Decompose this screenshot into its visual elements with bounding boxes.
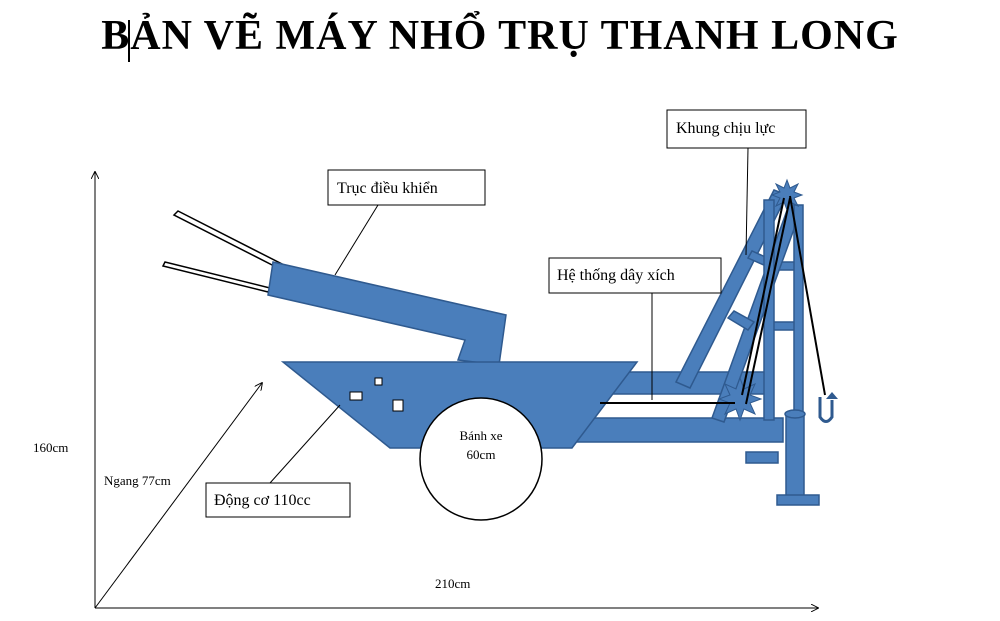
hook-tip [826, 392, 838, 399]
upper-handle [172, 210, 284, 269]
callout-box-control-shaft [327, 169, 486, 206]
height-label: 160cm [33, 440, 68, 455]
wheel-size: 60cm [467, 447, 496, 462]
engine-port-2 [374, 377, 383, 386]
top-sprocket [770, 178, 804, 212]
engine-port-3 [392, 399, 404, 412]
frame-vertical-post [763, 199, 775, 421]
column-top [784, 409, 806, 419]
frame-right-post [793, 204, 804, 421]
chain-to-hook [789, 195, 826, 396]
callout-box-engine [205, 482, 351, 518]
bottom-sprocket [717, 376, 763, 422]
callout-box-chain-system [548, 257, 722, 294]
callout-chain-system: Hệ thống dây xích [557, 267, 675, 284]
callout-control-shaft: Trục điều khiển [337, 180, 438, 197]
depth-label: Ngang 77cm [104, 473, 171, 488]
leader-engine [269, 404, 341, 484]
chain-line-inner [741, 197, 785, 396]
page-title: BẢN VẼ MÁY NHỔ TRỤ THANH LONG [101, 13, 899, 59]
wheel [419, 397, 543, 521]
callout-engine: Động cơ 110cc [214, 492, 311, 509]
callout-load-frame: Khung chịu lực [676, 120, 775, 137]
foot-pad [745, 451, 779, 464]
base-plate [776, 494, 820, 506]
chain-line-outer [745, 197, 791, 405]
control-shaft [267, 261, 507, 366]
depth-dimension-line [94, 383, 262, 609]
leader-load-frame [745, 147, 749, 256]
engine-port-1 [349, 391, 363, 401]
text-cursor [128, 20, 130, 62]
support-column [785, 413, 805, 499]
width-label: 210cm [435, 576, 470, 591]
leader-control-shaft [334, 204, 379, 276]
wheel-label: Bánh xe [460, 428, 503, 443]
frame-brace-1 [726, 310, 756, 331]
callout-box-load-frame [666, 109, 807, 149]
lower-handle [161, 261, 272, 293]
lifting-hook [818, 397, 834, 423]
frame-lower-beam [569, 417, 784, 443]
